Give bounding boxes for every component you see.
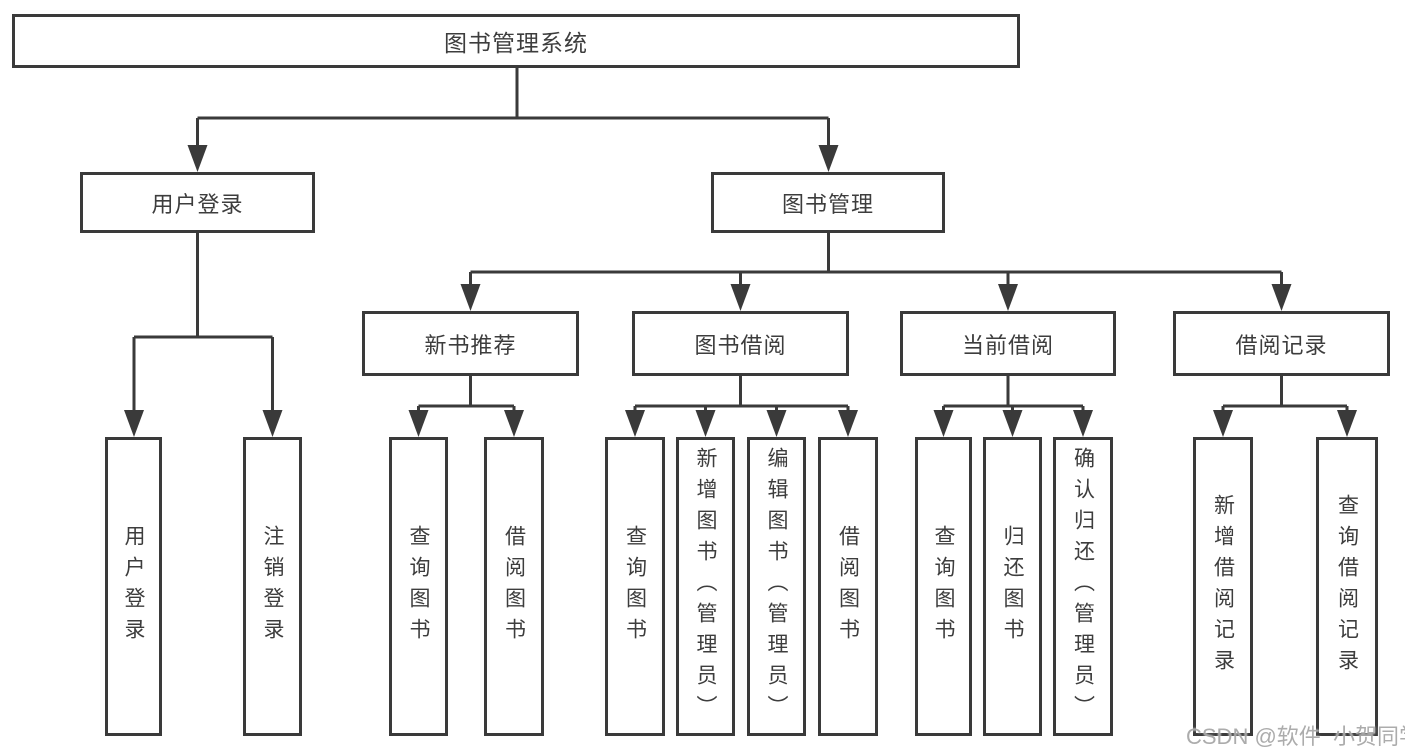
leaf-user-login-label: 用户登录 [122, 524, 145, 649]
node-new-book-recommend: 新书推荐 [362, 311, 579, 376]
leaf-add-borrow-record: 新增借阅记录 [1193, 437, 1253, 736]
node-library-system: 图书管理系统 [12, 14, 1020, 68]
leaf-query-books-current: 查询图书 [915, 437, 972, 736]
leaf-edit-book-admin: 编辑图书（管理员） [747, 437, 806, 736]
leaf-borrow-books-recommend-label: 借阅图书 [502, 524, 526, 649]
watermark-text: CSDN @软件_小贺同学 [1186, 724, 1405, 747]
leaf-borrow-books-recommend: 借阅图书 [484, 437, 544, 736]
node-new-book-recommend-label: 新书推荐 [424, 332, 517, 358]
node-borrow-records-label: 借阅记录 [1235, 332, 1328, 358]
leaf-return-book-label: 归还图书 [1001, 524, 1024, 649]
arrowheads [124, 145, 1357, 437]
leaf-add-borrow-record-label: 新增借阅记录 [1211, 493, 1235, 680]
leaf-return-book: 归还图书 [983, 437, 1042, 736]
node-book-borrow-label: 图书借阅 [694, 332, 787, 358]
leaf-confirm-return-admin: 确认归还（管理员） [1053, 437, 1113, 736]
node-current-borrow: 当前借阅 [900, 311, 1116, 376]
leaf-query-books-recommend-label: 查询图书 [407, 524, 430, 649]
node-book-management: 图书管理 [711, 172, 945, 233]
leaf-add-book-admin-label: 新增图书（管理员） [694, 447, 717, 726]
leaf-add-book-admin: 新增图书（管理员） [676, 437, 735, 736]
leaf-borrow-books-borrow: 借阅图书 [818, 437, 878, 736]
leaf-query-books-recommend: 查询图书 [389, 437, 448, 736]
leaf-user-login: 用户登录 [105, 437, 162, 736]
node-borrow-records: 借阅记录 [1173, 311, 1390, 376]
leaf-logout: 注销登录 [243, 437, 302, 736]
leaf-logout-label: 注销登录 [261, 524, 284, 649]
node-current-borrow-label: 当前借阅 [961, 332, 1054, 358]
leaf-query-borrow-record: 查询借阅记录 [1316, 437, 1378, 736]
leaf-edit-book-admin-label: 编辑图书（管理员） [765, 447, 788, 726]
node-book-management-label: 图书管理 [781, 191, 874, 217]
leaf-confirm-return-admin-label: 确认归还（管理员） [1071, 447, 1095, 726]
node-book-borrow: 图书借阅 [632, 311, 849, 376]
leaf-query-books-current-label: 查询图书 [932, 524, 955, 649]
leaf-query-borrow-record-label: 查询借阅记录 [1335, 493, 1359, 680]
leaf-borrow-books-borrow-label: 借阅图书 [836, 524, 860, 649]
leaf-query-books-borrow-label: 查询图书 [623, 524, 647, 649]
node-library-system-label: 图书管理系统 [444, 30, 588, 56]
leaf-query-books-borrow: 查询图书 [605, 437, 665, 736]
node-user-login: 用户登录 [80, 172, 315, 233]
node-user-login-label: 用户登录 [151, 191, 244, 217]
